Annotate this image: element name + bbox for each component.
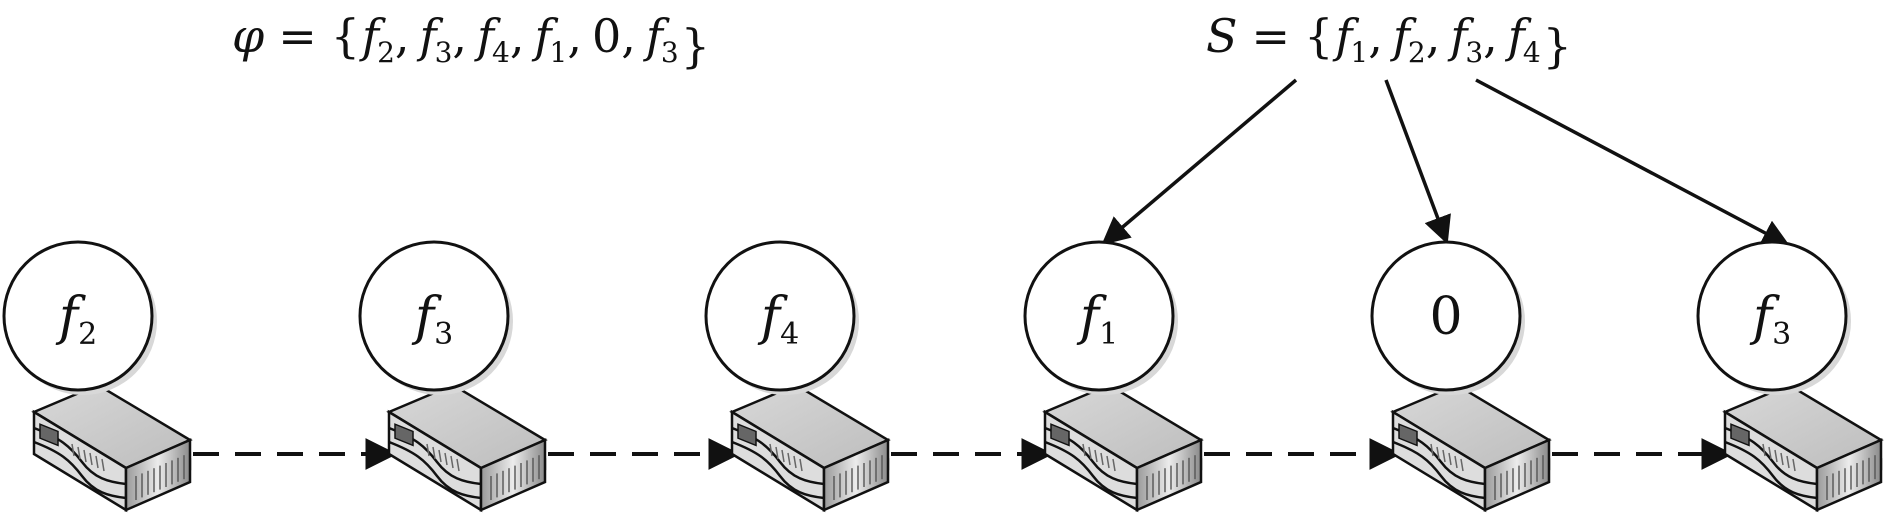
mapping-arrow-2 [1475,78,1791,247]
phi-formula-item-2-subscript: 4 [492,36,510,69]
phi-formula-open-brace: { [331,9,360,63]
phi-formula-symbol: φ [232,9,265,63]
mapping-arrows [1101,78,1791,247]
network-switch-icon [729,383,891,513]
network-switch-icon [386,383,548,513]
node-circle [1023,240,1175,392]
network-switch-icon [1390,383,1552,513]
S-formula-item-0-subscript: 1 [1350,36,1368,69]
S-formula-equals: = [1252,9,1291,63]
network-switch-icon [1722,383,1884,513]
phi-formula-equals: = [278,9,317,63]
S-formula-item-1-subscript: 2 [1408,36,1426,69]
network-switch-icon [31,383,193,513]
S-formula-close-brace: } [1543,19,1572,73]
node-label: f2 [55,287,97,352]
node-circle [2,240,154,392]
node-circle [704,240,856,392]
node-layer: f2 f3 f4 f1 0 f3 [2,240,1851,395]
phi-formula-item-3-subscript: 1 [550,36,568,69]
node-circle [1370,240,1522,392]
phi-formula-item-1-subscript: 3 [435,36,453,69]
phi-formula: φ={f2,f3,f4,f1,0,f3} [232,9,710,73]
S-formula-item-3-subscript: 4 [1523,36,1541,69]
phi-formula-item-4: 0 [592,9,621,63]
node-2: f4 [704,240,859,395]
S-formula: S={f1,f2,f3,f4} [1206,9,1572,73]
node-1: f3 [358,240,513,395]
node-5: f3 [1696,240,1851,395]
phi-formula-close-brace: } [681,19,710,73]
node-label: 0 [1429,287,1462,347]
formula-layer: φ={f2,f3,f4,f1,0,f3}S={f1,f2,f3,f4} [232,9,1572,73]
node-4: 0 [1370,240,1525,395]
node-circle [358,240,510,392]
node-label: f3 [411,287,453,352]
node-circle [1696,240,1848,392]
mapping-arrow-1 [1384,79,1451,245]
S-formula-symbol: S [1206,9,1238,63]
switch-layer [31,383,1884,513]
network-switch-icon [1042,383,1204,513]
mapping-arrow-0 [1101,78,1298,246]
node-0: f2 [2,240,157,395]
phi-formula-item-5-subscript: 3 [661,36,679,69]
phi-formula-item-0-subscript: 2 [377,36,395,69]
S-formula-open-brace: { [1304,9,1333,63]
node-3: f1 [1023,240,1178,395]
S-formula-item-2-subscript: 3 [1465,36,1483,69]
